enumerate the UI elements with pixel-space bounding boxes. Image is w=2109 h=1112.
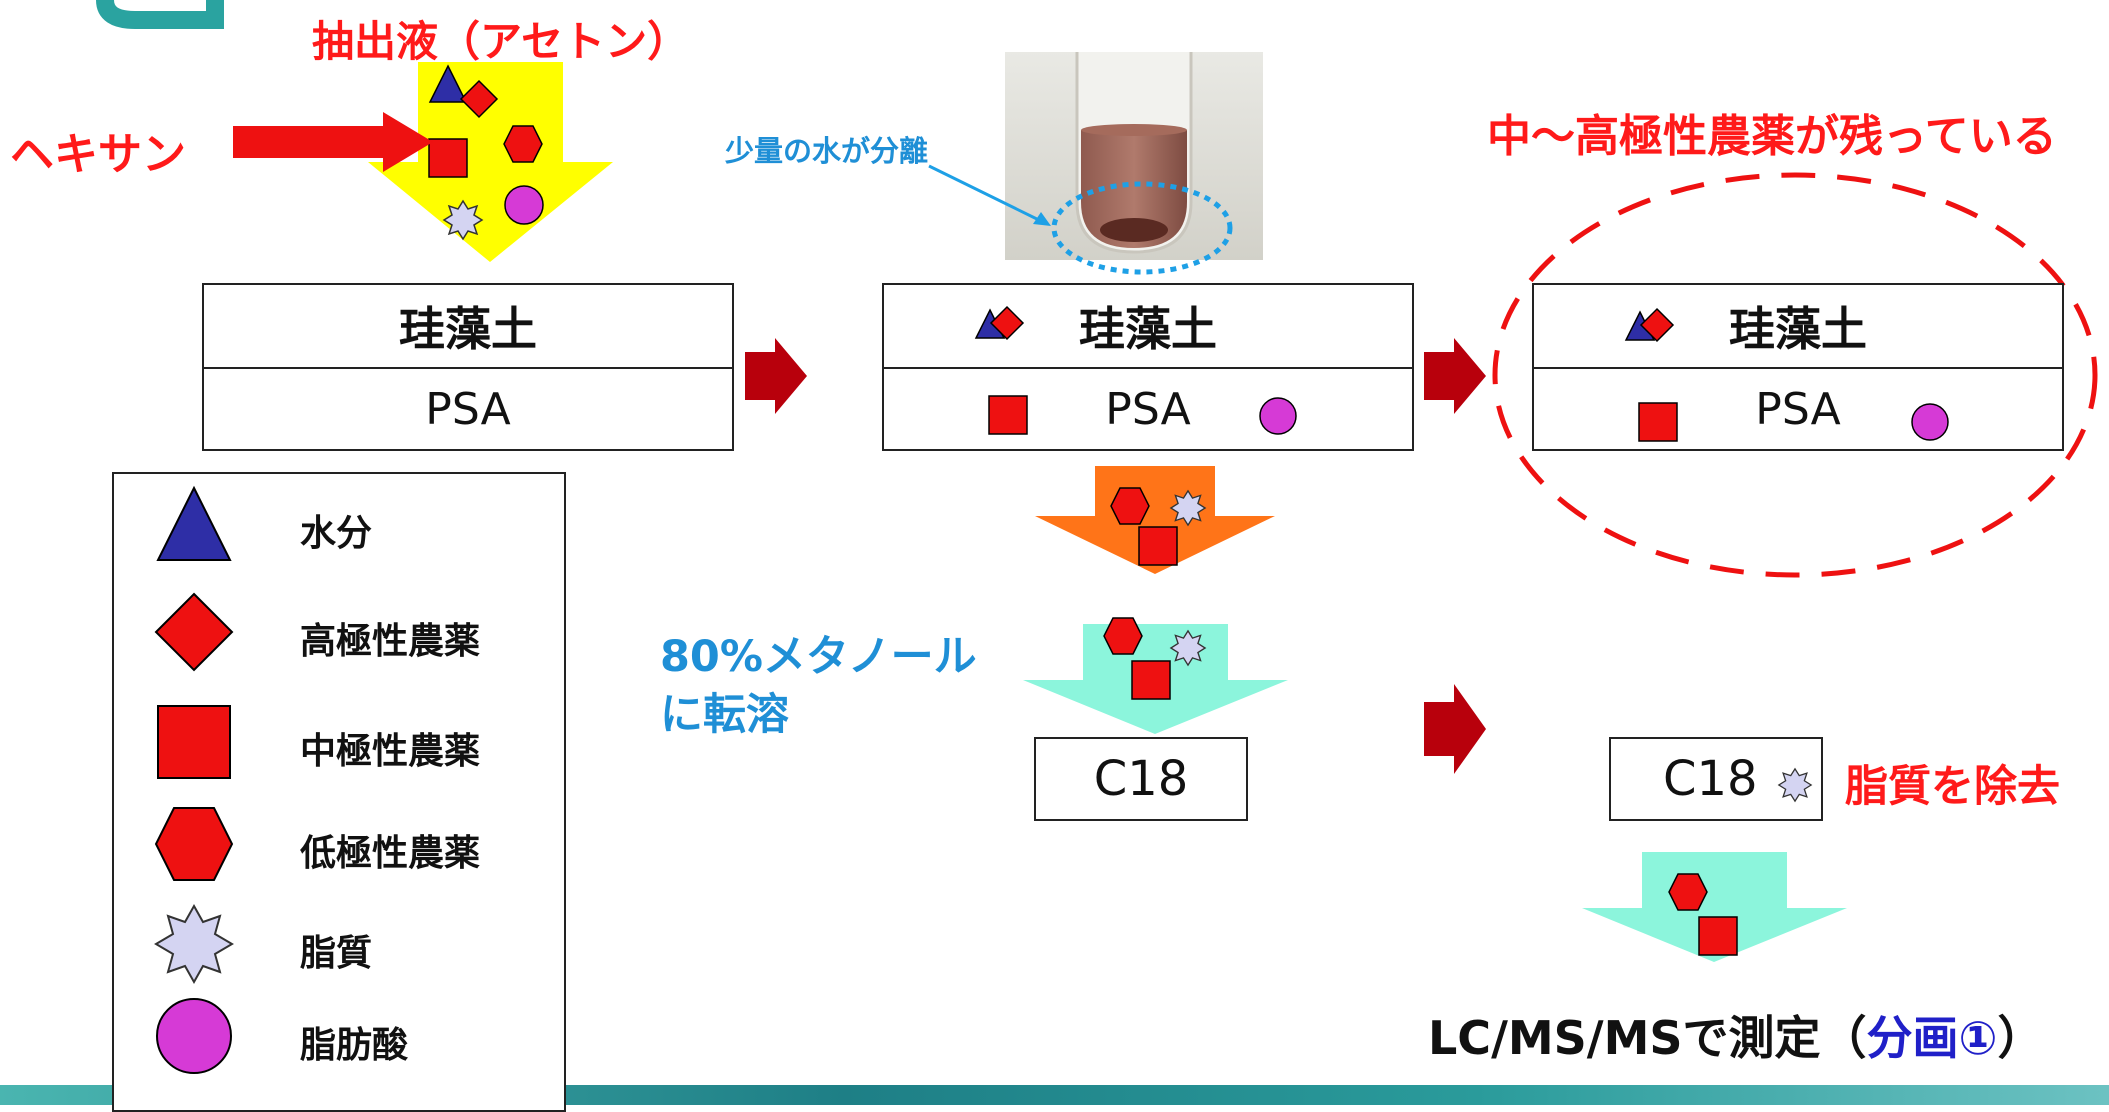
remaining-label: 中～高極性農薬が残っている — [1487, 111, 2057, 162]
psa-label-3: PSA — [1755, 383, 1841, 435]
circle-icon — [1259, 397, 1297, 435]
star-icon — [154, 903, 234, 985]
diatom-row-2: 珪藻土 — [884, 285, 1412, 369]
legend-item: 高極性農薬 — [114, 592, 564, 672]
column-box-3: 珪藻土 PSA — [1532, 283, 2064, 451]
cyan-down-arrow-2 — [1582, 852, 1847, 962]
legend-box: 水分高極性農薬中極性農薬低極性農薬脂質脂肪酸 — [112, 472, 566, 1112]
hexagon-icon — [1110, 487, 1150, 525]
star-icon — [1169, 489, 1207, 527]
legend-label: 脂肪酸 — [300, 1025, 409, 1066]
square-icon — [1138, 526, 1178, 566]
diamond-icon — [1639, 307, 1675, 343]
hexagon-icon — [1668, 873, 1708, 911]
legend-label: 中極性農薬 — [300, 731, 481, 772]
star-icon — [442, 199, 484, 241]
hexagon-icon — [503, 125, 543, 163]
test-tube-photo — [1005, 52, 1263, 260]
diamond-icon — [459, 79, 499, 119]
square-icon — [988, 395, 1028, 435]
c18-label-2: C18 — [1663, 751, 1758, 807]
diatom-row-3: 珪藻土 — [1534, 285, 2062, 369]
square-icon — [157, 705, 231, 779]
water-separation-circle — [1051, 181, 1233, 275]
water-sep-pointer — [928, 164, 1051, 226]
diatom-row-1: 珪藻土 — [204, 285, 732, 369]
square-icon — [1638, 402, 1678, 442]
psa-label-1: PSA — [425, 383, 511, 435]
column-box-1: 珪藻土 PSA — [202, 283, 734, 451]
yellow-down-arrow — [368, 62, 613, 262]
psa-row-2: PSA — [884, 369, 1412, 449]
logo-fragment-shape — [96, 0, 224, 29]
legend-item: 低極性農薬 — [114, 804, 564, 884]
psa-row-3: PSA — [1534, 369, 2062, 449]
circle-icon — [1911, 403, 1949, 441]
methanol-label: 80%メタノール に転溶 — [660, 632, 977, 740]
legend-label: 低極性農薬 — [300, 833, 481, 874]
right-arrow-3 — [1424, 684, 1486, 774]
water-sep-label: 少量の水が分離 — [725, 134, 929, 168]
legend-item: 脂質 — [114, 903, 564, 985]
logo-fragment — [95, 0, 235, 35]
diatom-label-1: 珪藻土 — [399, 302, 537, 356]
legend-item: 脂肪酸 — [114, 996, 564, 1076]
measure-close-text: ） — [1997, 1011, 2044, 1065]
triangle-icon — [428, 64, 468, 103]
psa-label-2: PSA — [1105, 383, 1191, 435]
measure-label: LC/MS/MSで測定（分画①） — [1428, 1002, 2043, 1068]
fraction-text: 分画① — [1866, 1011, 1998, 1065]
hexagon-icon — [154, 807, 234, 881]
legend-item: 水分 — [114, 484, 564, 564]
orange-down-arrow — [1035, 466, 1275, 574]
triangle-icon — [156, 485, 232, 561]
diatom-label-3: 珪藻土 — [1729, 302, 1867, 356]
extract-label: 抽出液（アセトン） — [312, 17, 690, 66]
hexagon-icon — [1103, 617, 1143, 655]
hexane-arrow — [233, 112, 433, 172]
legend-label: 高極性農薬 — [300, 621, 481, 662]
right-arrow-2 — [1424, 338, 1486, 414]
circle-icon — [156, 998, 232, 1074]
c18-box-1: C18 — [1034, 737, 1248, 821]
remaining-dashed-circle — [1492, 172, 2098, 578]
star-icon — [1777, 767, 1813, 803]
diamond-icon — [989, 305, 1025, 341]
hexane-label: ヘキサン — [10, 129, 186, 180]
test-tube-image — [1075, 52, 1193, 254]
diatom-label-2: 珪藻土 — [1079, 302, 1217, 356]
star-icon — [1169, 629, 1207, 667]
c18-label-1: C18 — [1093, 751, 1189, 807]
legend-label: 脂質 — [300, 933, 373, 974]
right-arrow-1 — [745, 338, 807, 414]
column-box-2: 珪藻土 PSA — [882, 283, 1414, 451]
lipid-removed-label: 脂質を除去 — [1845, 762, 2060, 812]
psa-row-1: PSA — [204, 369, 732, 449]
circle-icon — [504, 185, 544, 225]
square-icon — [1698, 916, 1738, 956]
measure-text: LC/MS/MSで測定（ — [1428, 1011, 1867, 1065]
legend-item: 中極性農薬 — [114, 702, 564, 782]
legend-label: 水分 — [300, 513, 373, 554]
diamond-icon — [154, 592, 234, 672]
square-icon — [1131, 660, 1171, 700]
square-icon — [428, 138, 468, 178]
